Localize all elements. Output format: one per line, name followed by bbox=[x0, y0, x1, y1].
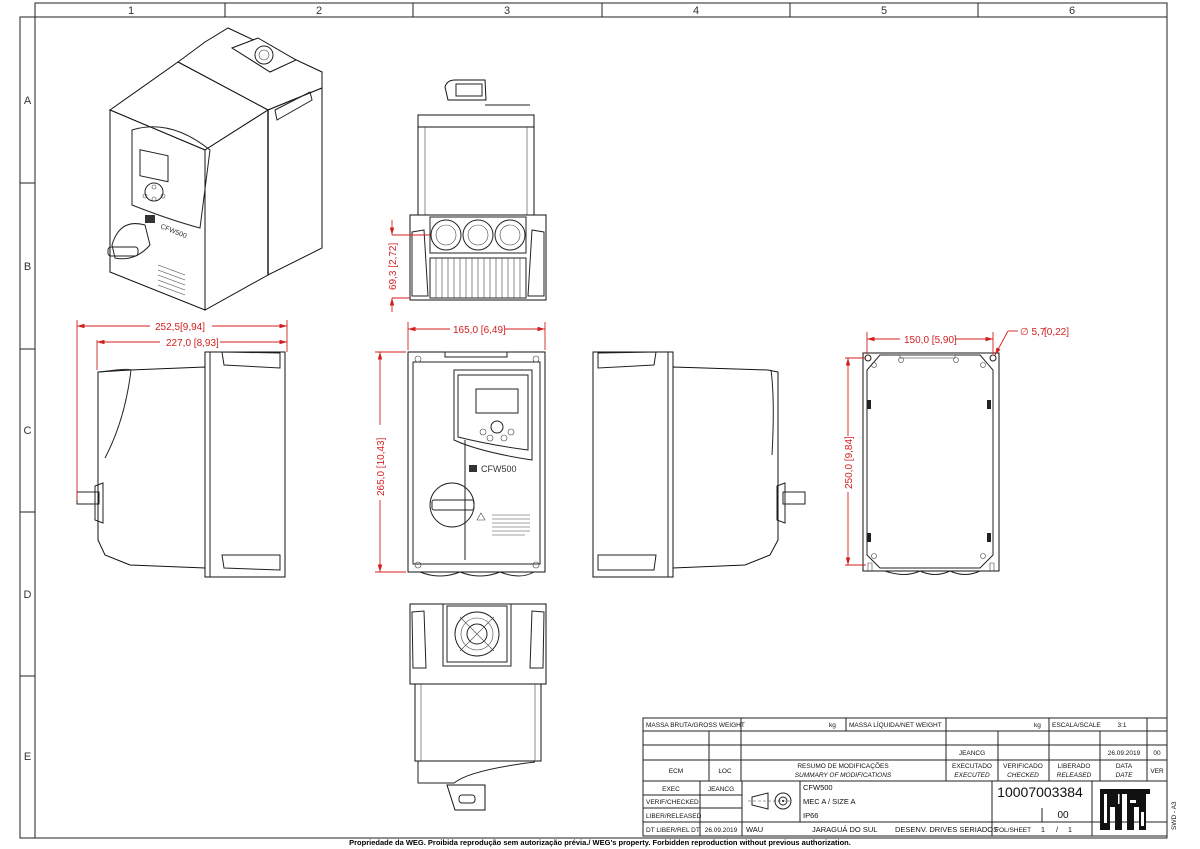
gross-weight-label: MASSA BRUTA/GROSS WEIGHT bbox=[646, 722, 745, 729]
dim-text-gland-height: 69,3 [2,72] bbox=[388, 243, 399, 290]
weg-logo-icon bbox=[1100, 789, 1150, 830]
dim-text-front-width: 165,0 [6,49] bbox=[453, 325, 506, 336]
sheet-label: FOL/SHEET bbox=[995, 827, 1031, 834]
zone-row-d: D bbox=[24, 589, 32, 601]
liber-label: LIBER/RELEASED bbox=[646, 813, 702, 820]
zone-col-6: 6 bbox=[1069, 5, 1075, 17]
zone-row-labels: A B C D E bbox=[24, 95, 32, 763]
zone-row-c: C bbox=[24, 425, 32, 437]
scale-label: ESCALA/SCALE bbox=[1052, 722, 1101, 729]
front-brand-label: CFW500 bbox=[481, 464, 517, 474]
released-label-en: RELEASED bbox=[1057, 772, 1092, 779]
product-ip: IP66 bbox=[803, 811, 818, 820]
site-code: WAU bbox=[746, 825, 763, 834]
net-weight-unit: kg bbox=[1034, 722, 1041, 729]
zone-col-3: 3 bbox=[504, 5, 510, 17]
loc-label: LOC bbox=[718, 768, 732, 775]
rear-mounting-view bbox=[862, 352, 1000, 575]
dim-text-depth-total-in: [9,94] bbox=[180, 322, 205, 333]
dim-text-mount-height: 250,0 [9,84] bbox=[844, 436, 855, 489]
net-weight-label: MASSA LÍQUIDA/NET WEIGHT bbox=[849, 720, 942, 729]
dim-text-hole-dia: ∅ 5,7 bbox=[1020, 327, 1046, 338]
exec-label: EXEC bbox=[662, 786, 680, 793]
dt-liber-value: 26.09.2019 bbox=[705, 827, 738, 834]
copyright-notice: Propriedade da WEG. Proibida reprodução … bbox=[349, 838, 851, 847]
sheet-total: 1 bbox=[1068, 825, 1072, 834]
third-angle-projection-icon bbox=[748, 792, 792, 810]
zone-col-2: 2 bbox=[316, 5, 322, 17]
front-view: CFW500 bbox=[407, 351, 546, 577]
zone-column-labels: 1 2 3 4 5 6 bbox=[128, 5, 1075, 17]
checked-label-en: CHECKED bbox=[1007, 772, 1039, 779]
bottom-view bbox=[409, 603, 547, 811]
executed-label-en: EXECUTED bbox=[954, 772, 990, 779]
dimension-depth: 252,5 [9,94] 227,0 [8,93] bbox=[76, 320, 288, 500]
exec-value: JEANCG bbox=[708, 786, 734, 793]
isometric-view: CFW500 bbox=[107, 27, 323, 311]
revision-date: 26.09.2019 bbox=[1108, 750, 1141, 757]
summary-label-en: SUMMARY OF MODIFICATIONS bbox=[795, 772, 892, 779]
summary-label-pt: RESUMO DE MODIFICAÇÕES bbox=[797, 761, 889, 770]
product-name: CFW500 bbox=[803, 783, 833, 792]
zone-row-e: E bbox=[24, 751, 31, 763]
title-block-text: MASSA BRUTA/GROSS WEIGHT kg MASSA LÍQUID… bbox=[646, 720, 1178, 834]
dim-text-depth-total: 252,5 bbox=[155, 322, 180, 333]
gross-weight-unit: kg bbox=[829, 722, 836, 729]
verif-label: VERIF/CHECKED bbox=[646, 799, 699, 806]
dimension-gland-height: 69,3 [2,72] bbox=[388, 220, 430, 312]
dimension-mount-hole: ∅ 5,7 [0,22] bbox=[994, 327, 1069, 356]
drawing-number: 10007003384 bbox=[997, 784, 1083, 800]
date-label-pt: DATA bbox=[1116, 763, 1133, 770]
title-block bbox=[642, 717, 1168, 837]
dimension-front-width: 165,0 [6,49] bbox=[407, 322, 546, 350]
ver-label: VER bbox=[1150, 768, 1164, 775]
revision-executed-by: JEANCG bbox=[959, 750, 985, 757]
dim-text-hole-dia-in: [0,22] bbox=[1044, 327, 1069, 338]
dimension-mount-width: 150,0 [5,90] bbox=[866, 332, 994, 354]
zone-row-b: B bbox=[24, 261, 31, 273]
format-code: SWD - A3 bbox=[1171, 801, 1178, 830]
zone-row-a: A bbox=[24, 95, 32, 107]
site-city: JARAGUÁ DO SUL bbox=[812, 825, 877, 834]
sheet-current: 1 bbox=[1041, 825, 1045, 834]
dim-text-depth-body: 227,0 [8,93] bbox=[166, 338, 219, 349]
revision-version: 00 bbox=[1153, 750, 1161, 757]
right-side-view bbox=[592, 351, 806, 578]
executed-label-pt: EXECUTADO bbox=[952, 763, 992, 770]
drawing-revision: 00 bbox=[1057, 810, 1069, 821]
top-view bbox=[409, 79, 547, 301]
zone-col-1: 1 bbox=[128, 5, 134, 17]
date-label-en: DATE bbox=[1116, 772, 1134, 779]
product-size: MEC A / SIZE A bbox=[803, 797, 856, 806]
zone-col-4: 4 bbox=[693, 5, 699, 17]
dim-text-front-height: 265,0 [10,43] bbox=[376, 437, 387, 496]
department: DESENV. DRIVES SERIADOS bbox=[895, 825, 998, 834]
dt-liber-label: DT LIBER/REL DT bbox=[646, 827, 700, 834]
dimension-front-height: 265,0 [10,43] bbox=[375, 351, 406, 573]
checked-label-pt: VERIFICADO bbox=[1003, 763, 1043, 770]
sheet-separator: / bbox=[1056, 825, 1059, 834]
drawing-frame bbox=[19, 2, 1168, 839]
scale-value: 3:1 bbox=[1117, 722, 1126, 729]
dimension-mount-height: 250,0 [9,84] bbox=[844, 357, 866, 566]
dim-text-mount-width: 150,0 [5,90] bbox=[904, 335, 957, 346]
left-side-view bbox=[76, 351, 286, 578]
ecm-label: ECM bbox=[669, 768, 683, 775]
zone-col-5: 5 bbox=[881, 5, 887, 17]
released-label-pt: LIBERADO bbox=[1058, 763, 1091, 770]
